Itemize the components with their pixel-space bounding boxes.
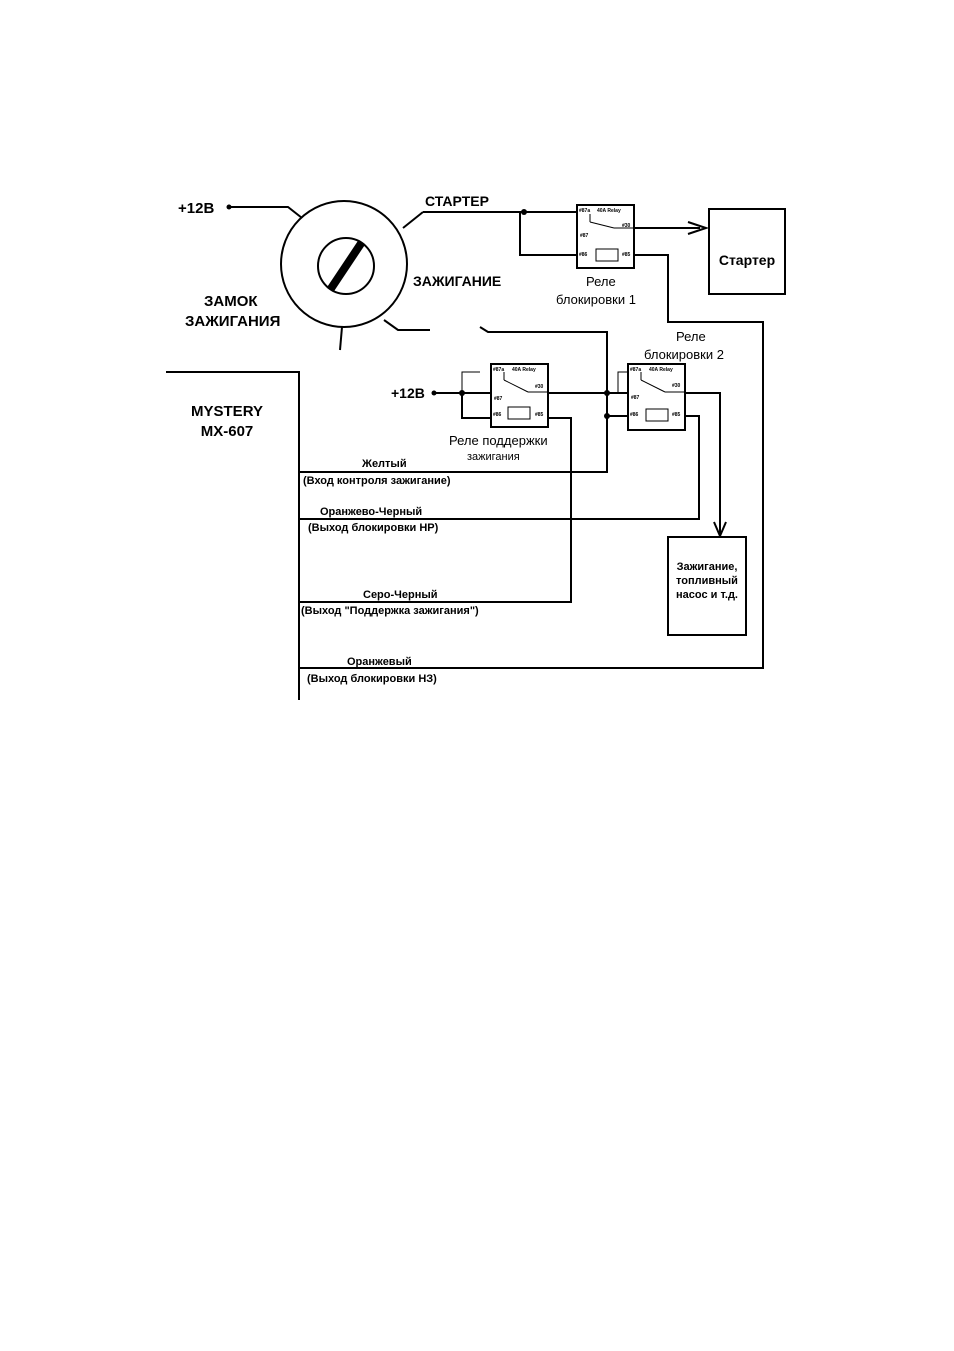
svg-text:#87a: #87a (630, 367, 641, 373)
relay3-label-line1: Реле поддержки (449, 433, 548, 448)
svg-text:#87: #87 (494, 396, 503, 402)
svg-text:#86: #86 (630, 412, 639, 418)
relay3-coil-feed (461, 393, 491, 419)
unit-label-line2: MX-607 (201, 423, 254, 440)
starter-stub (402, 211, 424, 229)
svg-text:40A Relay: 40A Relay (649, 367, 673, 373)
relay3-nc-stub (461, 371, 480, 393)
relay1-label-line2: блокировки 1 (556, 292, 636, 307)
svg-text:#85: #85 (672, 412, 681, 418)
svg-text:40A Relay: 40A Relay (512, 367, 536, 373)
unit-label-line1: MYSTERY (191, 403, 263, 420)
relay2-to-load (685, 392, 721, 534)
plus12-label-mid: +12В (391, 385, 425, 401)
yellow-wire (299, 416, 608, 473)
lock-label-line1: ЗАМОК (204, 293, 258, 310)
alarm-unit-outline (166, 371, 300, 700)
relay3-label-line2: зажигания (467, 451, 520, 463)
relay2-label-line2: блокировки 2 (644, 347, 724, 362)
svg-text:40A Relay: 40A Relay (597, 208, 621, 214)
orange-black-wire (299, 415, 700, 520)
wire-yellow-function: (Вход контроля зажигание) (303, 475, 451, 487)
svg-text:#85: #85 (622, 252, 631, 258)
ignition-wire (479, 326, 608, 470)
svg-text:#87: #87 (580, 233, 589, 239)
svg-text:#86: #86 (579, 252, 588, 258)
acc-stub (383, 319, 430, 331)
supply-wire-top (229, 206, 303, 219)
wire-orange-black-function: (Выход блокировки НР) (308, 522, 439, 534)
svg-text:насос и т.д.: насос и т.д. (676, 589, 738, 601)
ignition-wire-label: ЗАЖИГАНИЕ (413, 273, 501, 289)
svg-text:#86: #86 (493, 412, 502, 418)
svg-text:#30: #30 (672, 383, 681, 389)
starter-wire-label: СТАРТЕР (425, 193, 489, 209)
relay2-nc-stub (607, 371, 628, 394)
load-box: Зажигание, топливный насос и т.д. (667, 536, 747, 636)
relay-2: #87a 40A Relay #87 #30 #86 #85 (627, 363, 686, 431)
svg-text:#87a: #87a (493, 367, 504, 373)
svg-text:#30: #30 (622, 223, 631, 229)
svg-text:Стартер: Стартер (719, 252, 775, 268)
wire-orange-function: (Выход блокировки НЗ) (307, 673, 437, 685)
ignition-lock (280, 200, 408, 328)
plus12-label-top: +12В (178, 200, 214, 217)
wire-yellow-color: Желтый (361, 458, 407, 470)
wire-grey-black-function: (Выход "Поддержка зажигания") (301, 605, 479, 617)
lock-label-line2: ЗАЖИГАНИЯ (185, 313, 280, 330)
relay2-label-line1: Реле (676, 329, 706, 344)
relay-1: #87a 40A Relay #87 #30 #86 #85 (576, 204, 635, 269)
svg-text:#85: #85 (535, 412, 544, 418)
svg-text:#87: #87 (631, 395, 640, 401)
relay1-label-line1: Реле (586, 274, 616, 289)
wire-orange-color: Оранжевый (347, 656, 412, 668)
orange-wire (299, 254, 764, 669)
svg-text:топливный: топливный (676, 575, 738, 587)
starter-box: Стартер (708, 208, 786, 295)
lock-bottom-stub (339, 326, 343, 351)
svg-text:#87a: #87a (579, 208, 590, 214)
wire-orange-black-color: Оранжево-Черный (320, 506, 422, 518)
grey-black-wire (299, 417, 572, 603)
relay1-coil-feed (519, 211, 577, 256)
relay-ignition-support: #87a 40A Relay #87 #30 #86 #85 (490, 363, 549, 428)
svg-text:#30: #30 (535, 384, 544, 390)
arrow-to-starter (687, 221, 710, 235)
svg-text:Зажигание,: Зажигание, (677, 561, 738, 573)
wire-grey-black-color: Серо-Черный (363, 589, 438, 601)
